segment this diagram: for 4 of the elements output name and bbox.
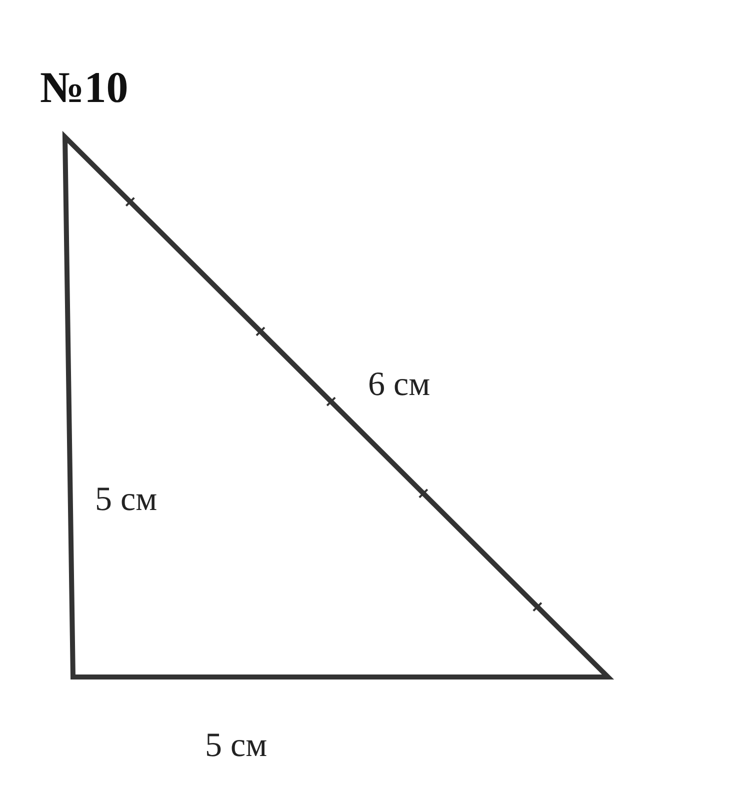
side-length-label: 6 см [368, 366, 430, 404]
side-length-label: 5 см [95, 481, 158, 519]
side-length-label: 5 см [205, 727, 268, 765]
exercise-number: №10 [40, 62, 128, 113]
